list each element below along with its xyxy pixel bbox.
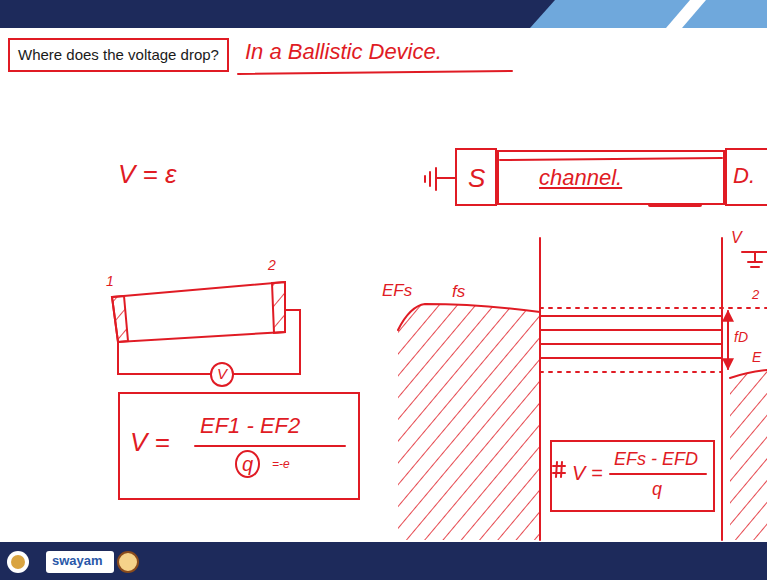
star-mark	[553, 472, 565, 474]
formula-box: V = EFs - EFD q	[550, 440, 715, 512]
charge-note: =-e	[272, 458, 290, 471]
ground-symbol	[751, 266, 759, 268]
formula-lhs: V =	[130, 428, 170, 457]
underline	[238, 71, 512, 74]
voltage-label: V	[731, 229, 742, 247]
title-box: Where does the voltage drop?	[8, 38, 229, 72]
ground-symbol	[429, 172, 431, 186]
numerator: EF1 - EF2	[200, 414, 300, 438]
channel-inner-line	[500, 158, 722, 160]
contact-number: 2	[752, 288, 759, 302]
ground-symbol	[748, 261, 762, 263]
conductor-bar	[112, 282, 285, 342]
node-label: channel.	[539, 166, 622, 190]
node-label: D.	[733, 164, 755, 188]
subtitle: In a Ballistic Device.	[245, 40, 442, 64]
fraction-bar	[195, 445, 345, 447]
wire	[436, 177, 455, 179]
logo-circle	[7, 551, 29, 573]
hand-drawing	[112, 71, 767, 540]
drain-filled-states	[730, 370, 767, 540]
source-filled-states	[398, 304, 540, 540]
distribution-label: fD	[734, 330, 748, 345]
channel-box: channel.	[497, 150, 725, 205]
source-box: S	[455, 148, 497, 206]
distribution-label: fs	[452, 283, 465, 302]
star-mark	[556, 462, 557, 477]
drain-box: D.	[725, 148, 767, 206]
channel-level	[540, 315, 722, 317]
ground-symbol	[754, 252, 756, 262]
fermi-level-label: EFs	[382, 282, 412, 301]
channel-level	[540, 329, 722, 331]
ground-symbol	[435, 168, 437, 190]
nptel-logo	[118, 552, 138, 572]
contact-hatch	[112, 296, 128, 342]
dotted-level	[540, 371, 722, 373]
dotted-level	[540, 307, 767, 309]
top-band	[0, 0, 767, 28]
formula-box: V = EF1 - EF2 q =-e	[118, 392, 360, 500]
numerator: EFs - EFD	[614, 450, 698, 470]
bottom-band	[0, 542, 767, 580]
star-mark	[561, 462, 562, 477]
slide-title: Where does the voltage drop?	[18, 46, 219, 63]
logo-text: swayam	[52, 554, 103, 568]
wire	[234, 310, 300, 374]
logo-box	[46, 551, 114, 573]
denominator: q	[652, 480, 662, 500]
contact-number: 2	[268, 258, 276, 273]
channel-boundary	[721, 238, 723, 540]
voltmeter-circle: V	[210, 362, 234, 387]
fermi-level-label: E	[752, 350, 761, 365]
wire	[118, 342, 210, 374]
formula-lhs: V =	[572, 462, 603, 484]
double-arrow	[727, 311, 729, 369]
top-accent	[530, 0, 767, 28]
channel-level	[540, 357, 722, 359]
drain-fermi-edge	[730, 370, 767, 378]
node-label: S	[468, 164, 485, 193]
channel-level	[540, 343, 722, 345]
contact-number: 1	[106, 274, 114, 289]
top-accent-stripe	[666, 0, 706, 28]
logo-inner	[11, 555, 25, 569]
denominator: q	[235, 450, 260, 478]
ground-symbol	[424, 176, 426, 182]
node-label: V	[217, 366, 227, 383]
source-fermi-edge	[398, 304, 540, 330]
star-mark	[553, 465, 565, 467]
equation: V = ε	[118, 160, 176, 189]
contact-hatch	[272, 282, 285, 333]
fraction-bar	[610, 473, 706, 475]
